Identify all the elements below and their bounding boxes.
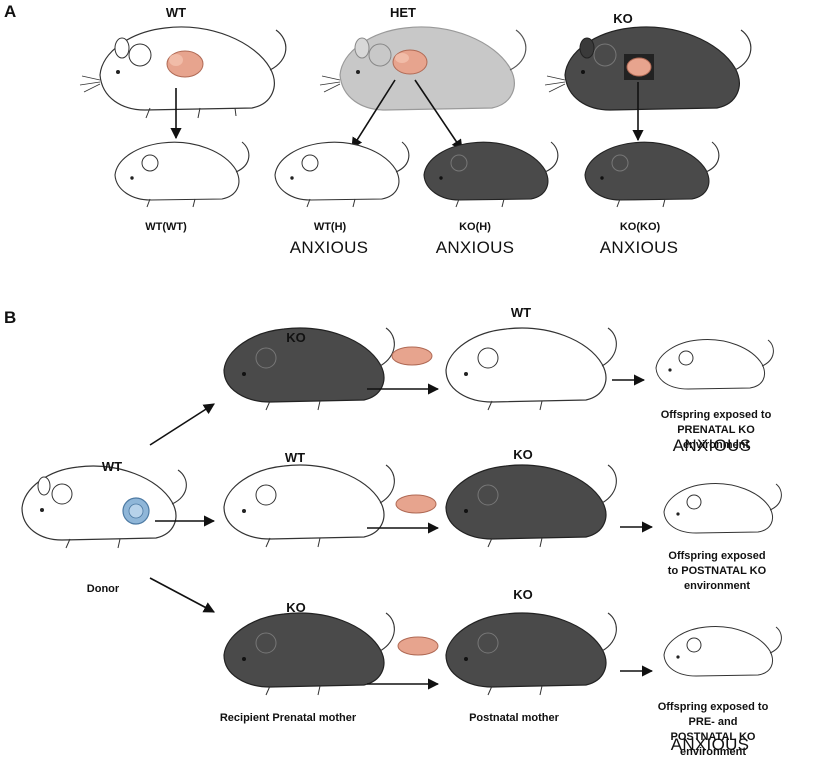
postnatal-mother-label: Postnatal mother xyxy=(469,712,559,724)
donor-label: Donor xyxy=(86,583,120,595)
panel-a-label: A xyxy=(4,2,17,21)
mouse-postnatal-wt xyxy=(445,327,617,411)
phenotype-anxious: ANXIOUS xyxy=(670,735,750,754)
pup-icon xyxy=(166,50,204,78)
caption-line: Offspring exposed to PRE- and xyxy=(657,701,769,728)
offspring-label-ko-ko: KO(KO) xyxy=(619,221,661,233)
pup-icon xyxy=(624,54,654,80)
caption-line: POSTNATAL KO environment xyxy=(670,731,756,758)
mouse-offspring-wt-h xyxy=(274,141,410,208)
arrow xyxy=(414,79,463,151)
genotype-label-postnatal-row2: KO xyxy=(513,447,533,462)
genotype-label-postnatal-row1: WT xyxy=(510,305,532,320)
offspring-label-ko-h: KO(H) xyxy=(459,221,491,233)
phenotype-anxious: ANXIOUS xyxy=(289,238,369,257)
pup-icon xyxy=(395,494,437,514)
panel-b-label: B xyxy=(4,308,17,327)
pup-icon xyxy=(391,346,433,366)
caption-line: Offspring exposed to PRENATAL KO xyxy=(660,409,772,436)
offspring-caption-row3: Offspring exposed to PRE- and POSTNATAL … xyxy=(656,700,770,760)
embryo-dish-icon xyxy=(122,497,150,525)
phenotype-anxious: ANXIOUS xyxy=(599,238,679,257)
offspring-caption-row2: Offspring exposed to POSTNATAL KO enviro… xyxy=(662,549,772,594)
mouse-postnatal-ko xyxy=(445,464,617,548)
mouse-recipient-wt xyxy=(223,464,395,548)
mouse-recipient-ko xyxy=(223,327,395,411)
arrow xyxy=(351,79,396,149)
mouse-het-mother xyxy=(319,26,527,111)
offspring-caption-row1: Offspring exposed to PRENATAL KO environ… xyxy=(661,408,772,453)
genotype-label-wt-mother: WT xyxy=(165,5,187,20)
arrow xyxy=(149,577,215,613)
mouse-recipient-ko xyxy=(223,612,395,696)
arrow xyxy=(149,403,215,446)
mouse-offspring-ko-h xyxy=(423,141,559,208)
phenotype-anxious: ANXIOUS xyxy=(435,238,515,257)
genotype-label-recipient-row2: WT xyxy=(284,450,306,465)
pup-icon xyxy=(397,636,439,656)
caption-line: environment xyxy=(682,439,749,451)
genotype-label-het-mother: HET xyxy=(390,5,416,20)
pup-icon xyxy=(392,49,428,75)
mouse-offspring-ko-ko xyxy=(584,141,720,208)
genotype-label-recipient-row1: KO xyxy=(286,330,306,345)
mouse-offspring-row2 xyxy=(663,483,782,534)
mouse-postnatal-ko xyxy=(445,612,617,696)
genotype-label-ko-mother: KO xyxy=(613,11,633,26)
genotype-label-recipient-row3: KO xyxy=(286,600,306,615)
phenotype-anxious: ANXIOUS xyxy=(672,436,752,455)
mouse-offspring-row1 xyxy=(655,339,774,390)
mouse-donor xyxy=(21,465,187,549)
caption-line: environment xyxy=(683,580,750,592)
offspring-label-wt-wt: WT(WT) xyxy=(145,221,187,233)
mouse-offspring-wt-wt xyxy=(114,141,250,208)
caption-line: Offspring exposed to POSTNATAL KO xyxy=(667,550,767,577)
genotype-label-postnatal-row3: KO xyxy=(513,587,533,602)
recipient-mother-label: Recipient Prenatal mother xyxy=(219,712,357,724)
offspring-label-wt-h: WT(H) xyxy=(313,221,347,233)
mouse-offspring-row3 xyxy=(663,626,782,677)
genotype-label-donor: WT xyxy=(101,459,123,474)
